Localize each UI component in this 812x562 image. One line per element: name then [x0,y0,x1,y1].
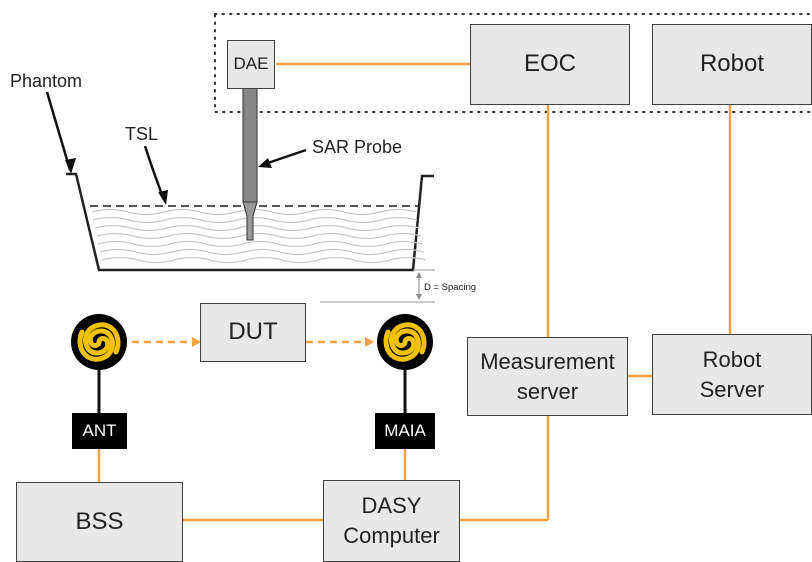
probe-arrowhead [258,158,272,168]
dut-box: DUT [200,303,306,362]
phantom-arrowhead [65,158,76,174]
eoc-box: EOC [470,24,630,105]
robot-box: Robot [652,24,812,105]
spacing-indicator [320,269,435,303]
bss-box: BSS [16,482,183,562]
measurement-server-box: Measurement server [467,337,628,416]
ant-tag: ANT [72,413,127,449]
phantom-label: Phantom [10,71,83,91]
spacing-label: D = Spacing [424,282,477,293]
tsl-arrowhead [158,190,168,205]
tissue-liquid-waves [91,208,427,264]
robot-server-box: Robot Server [652,334,812,415]
connector-lines [97,62,732,522]
pointer-lines [45,91,307,201]
maia-tag: MAIA [375,413,435,449]
dasy-computer-box: DASY Computer [323,480,460,562]
sar-probe-label: SAR Probe [312,137,403,157]
dae-box: DAE [227,40,275,89]
maia-spiral-antenna-icon [377,314,433,370]
tsl-label: TSL [125,124,159,144]
ant-spiral-antenna-icon [71,314,127,370]
phantom-container [66,172,434,272]
